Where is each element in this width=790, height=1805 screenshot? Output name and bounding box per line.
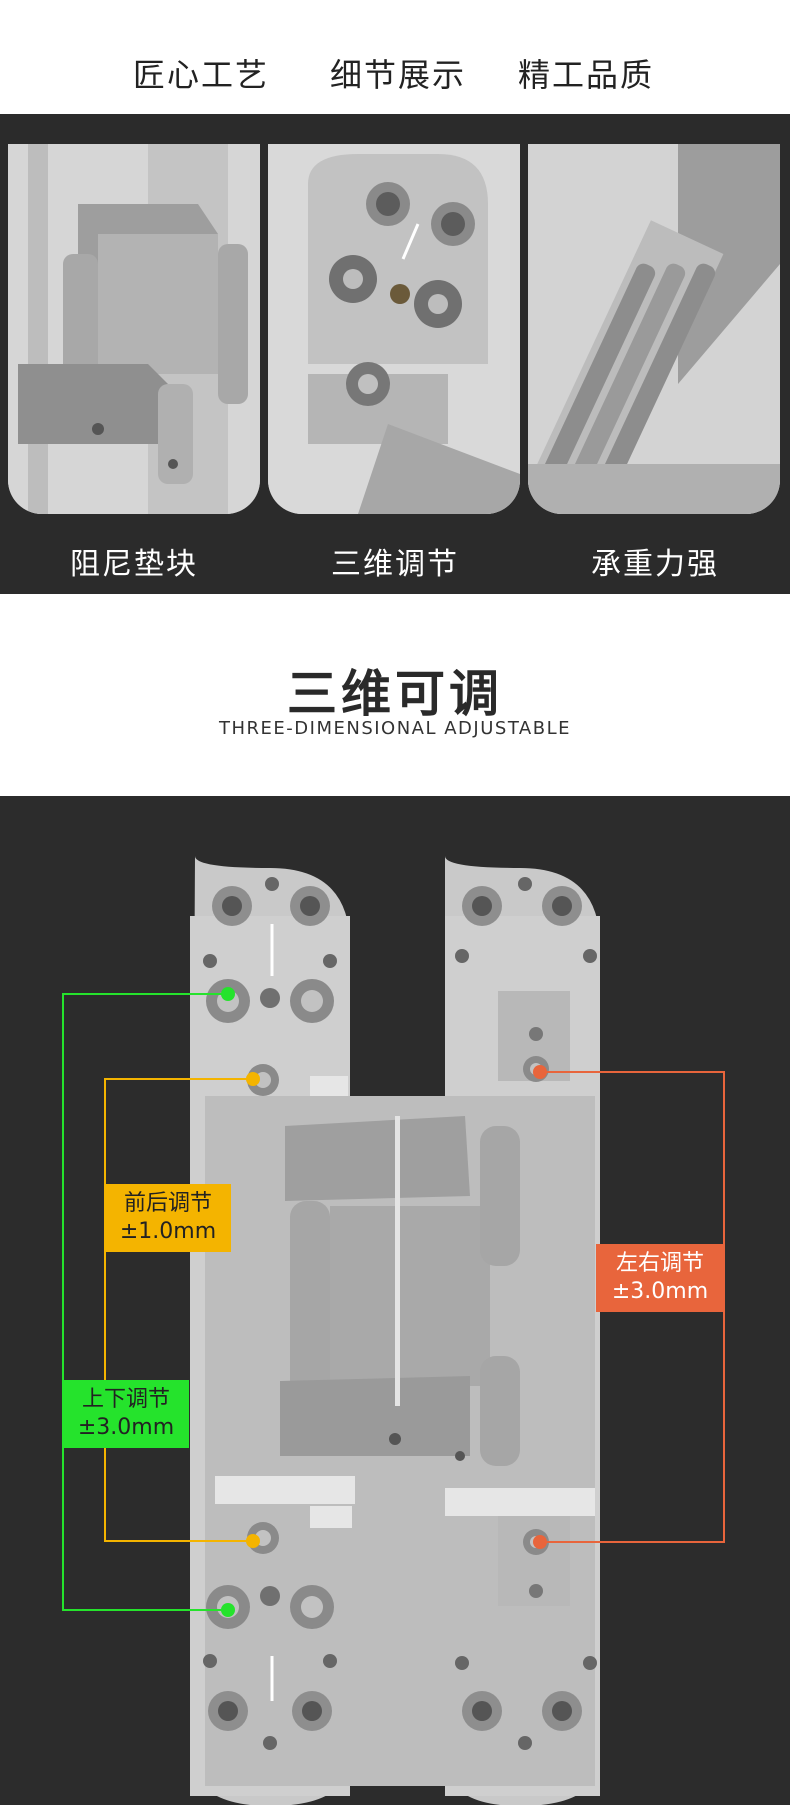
label-up-down-title: 上下调节 xyxy=(81,1387,170,1412)
caption-3d-adjust: 三维调节 xyxy=(331,547,459,582)
label-front-back-value: ±1.0mm xyxy=(119,1219,217,1244)
label-front-back-adjust: 前后调节 ±1.0mm xyxy=(105,1184,231,1252)
nav-item-quality[interactable]: 精工品质 xyxy=(518,56,655,94)
hinge-illustration xyxy=(62,856,725,1805)
section-title: 三维可调 xyxy=(287,665,503,723)
label-up-down-value: ±3.0mm xyxy=(77,1415,175,1440)
detail-image-damping-pad xyxy=(8,144,260,514)
detail-image-3d-adjust xyxy=(268,144,520,514)
top-nav: 匠心工艺 细节展示 精工品质 xyxy=(0,0,790,114)
label-left-right-adjust: 左右调节 ±3.0mm xyxy=(596,1244,724,1312)
caption-load-bearing: 承重力强 xyxy=(591,547,719,582)
title-section: 三维可调 THREE-DIMENSIONAL ADJUSTABLE xyxy=(0,594,790,796)
section-subtitle: THREE-DIMENSIONAL ADJUSTABLE xyxy=(219,718,571,739)
label-left-right-title: 左右调节 xyxy=(615,1251,704,1276)
detail-image-load-bearing xyxy=(528,144,780,514)
label-up-down-adjust: 上下调节 ±3.0mm xyxy=(63,1380,189,1448)
label-front-back-title: 前后调节 xyxy=(123,1191,212,1216)
label-left-right-value: ±3.0mm xyxy=(611,1279,709,1304)
detail-band: 阻尼垫块 三维调节 承重力强 xyxy=(0,114,790,594)
caption-damping-pad: 阻尼垫块 xyxy=(70,547,198,582)
hinge-section: 前后调节 ±1.0mm 上下调节 ±3.0mm 左右调节 ±3.0mm xyxy=(0,796,790,1805)
nav-item-craft[interactable]: 匠心工艺 xyxy=(133,56,270,94)
nav-item-details[interactable]: 细节展示 xyxy=(330,56,467,94)
